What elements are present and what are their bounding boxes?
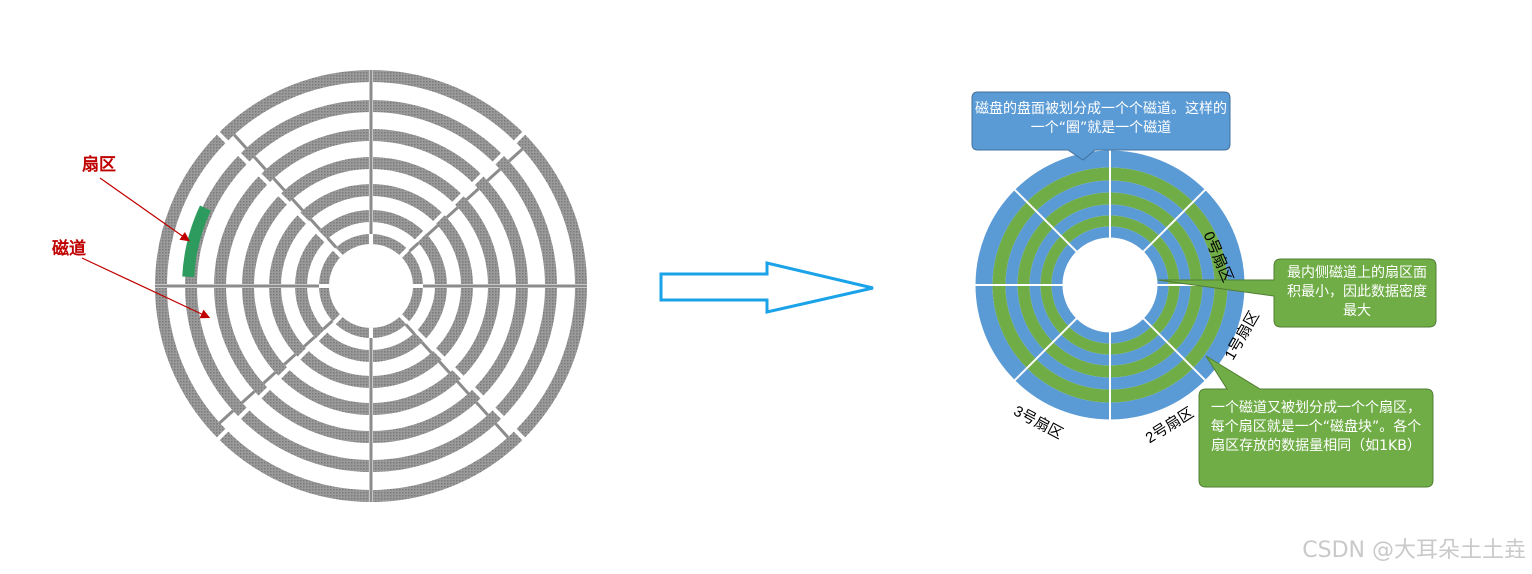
inner-callout-bubble [1157,258,1437,328]
left-connector [240,390,256,404]
left-sector-gap [215,130,343,258]
track-label: 磁道 [52,239,86,259]
left-connector [420,341,433,354]
left-connector [404,323,416,335]
left-connector [272,177,286,192]
watermark: CSDN @大耳朵土土垚 [1302,538,1526,563]
sector-callout-text: 一个磁道又被划分成一个个扇区，每个扇区就是一个“磁盘块”。各个扇区存放的数据量相… [1210,400,1422,454]
left-connector [465,187,480,201]
right-sector-divider [1141,188,1207,254]
left-sector-gap [399,314,527,442]
right-sector-divider [1141,316,1207,382]
left-connector [475,401,489,417]
sector-label: 扇区 [82,155,116,175]
transform-arrow [659,261,874,314]
left-connector [445,206,459,219]
left-connector [253,155,267,171]
left-connector [507,148,524,163]
left-connector [426,224,439,237]
track-callout-bubble [971,91,1231,161]
highlighted-sector [182,205,211,278]
left-connector [303,335,316,348]
left-disk [153,68,589,504]
track-pointer-arrow [81,257,211,319]
right-sector-divider [1013,316,1079,382]
sector-pointer-arrow [99,177,190,242]
left-connector [233,133,248,150]
left-connector [262,371,277,385]
left-connector [322,319,334,331]
left-connector [438,360,451,374]
left-sector-gap [399,130,527,258]
left-connector [283,353,297,366]
left-sector-gap [215,314,343,442]
left-connector [309,218,322,231]
left-connector [408,241,420,253]
inner-callout-text: 最内侧磁道上的扇区面积最小，因此数据密度最大 [1287,265,1427,319]
sector-callout-bubble [1198,355,1434,488]
right-sector-divider [1013,188,1079,254]
left-connector [486,168,502,182]
left-connector [456,380,470,395]
left-connector [326,237,338,249]
left-connector [291,198,304,212]
left-connector [218,409,235,424]
right-spindle-hole [1064,239,1156,331]
left-connector [494,422,509,439]
track-callout-text: 磁盘的盘面被划分成一个个磁道。这样的一个“圈”就是一个磁道 [975,101,1227,136]
